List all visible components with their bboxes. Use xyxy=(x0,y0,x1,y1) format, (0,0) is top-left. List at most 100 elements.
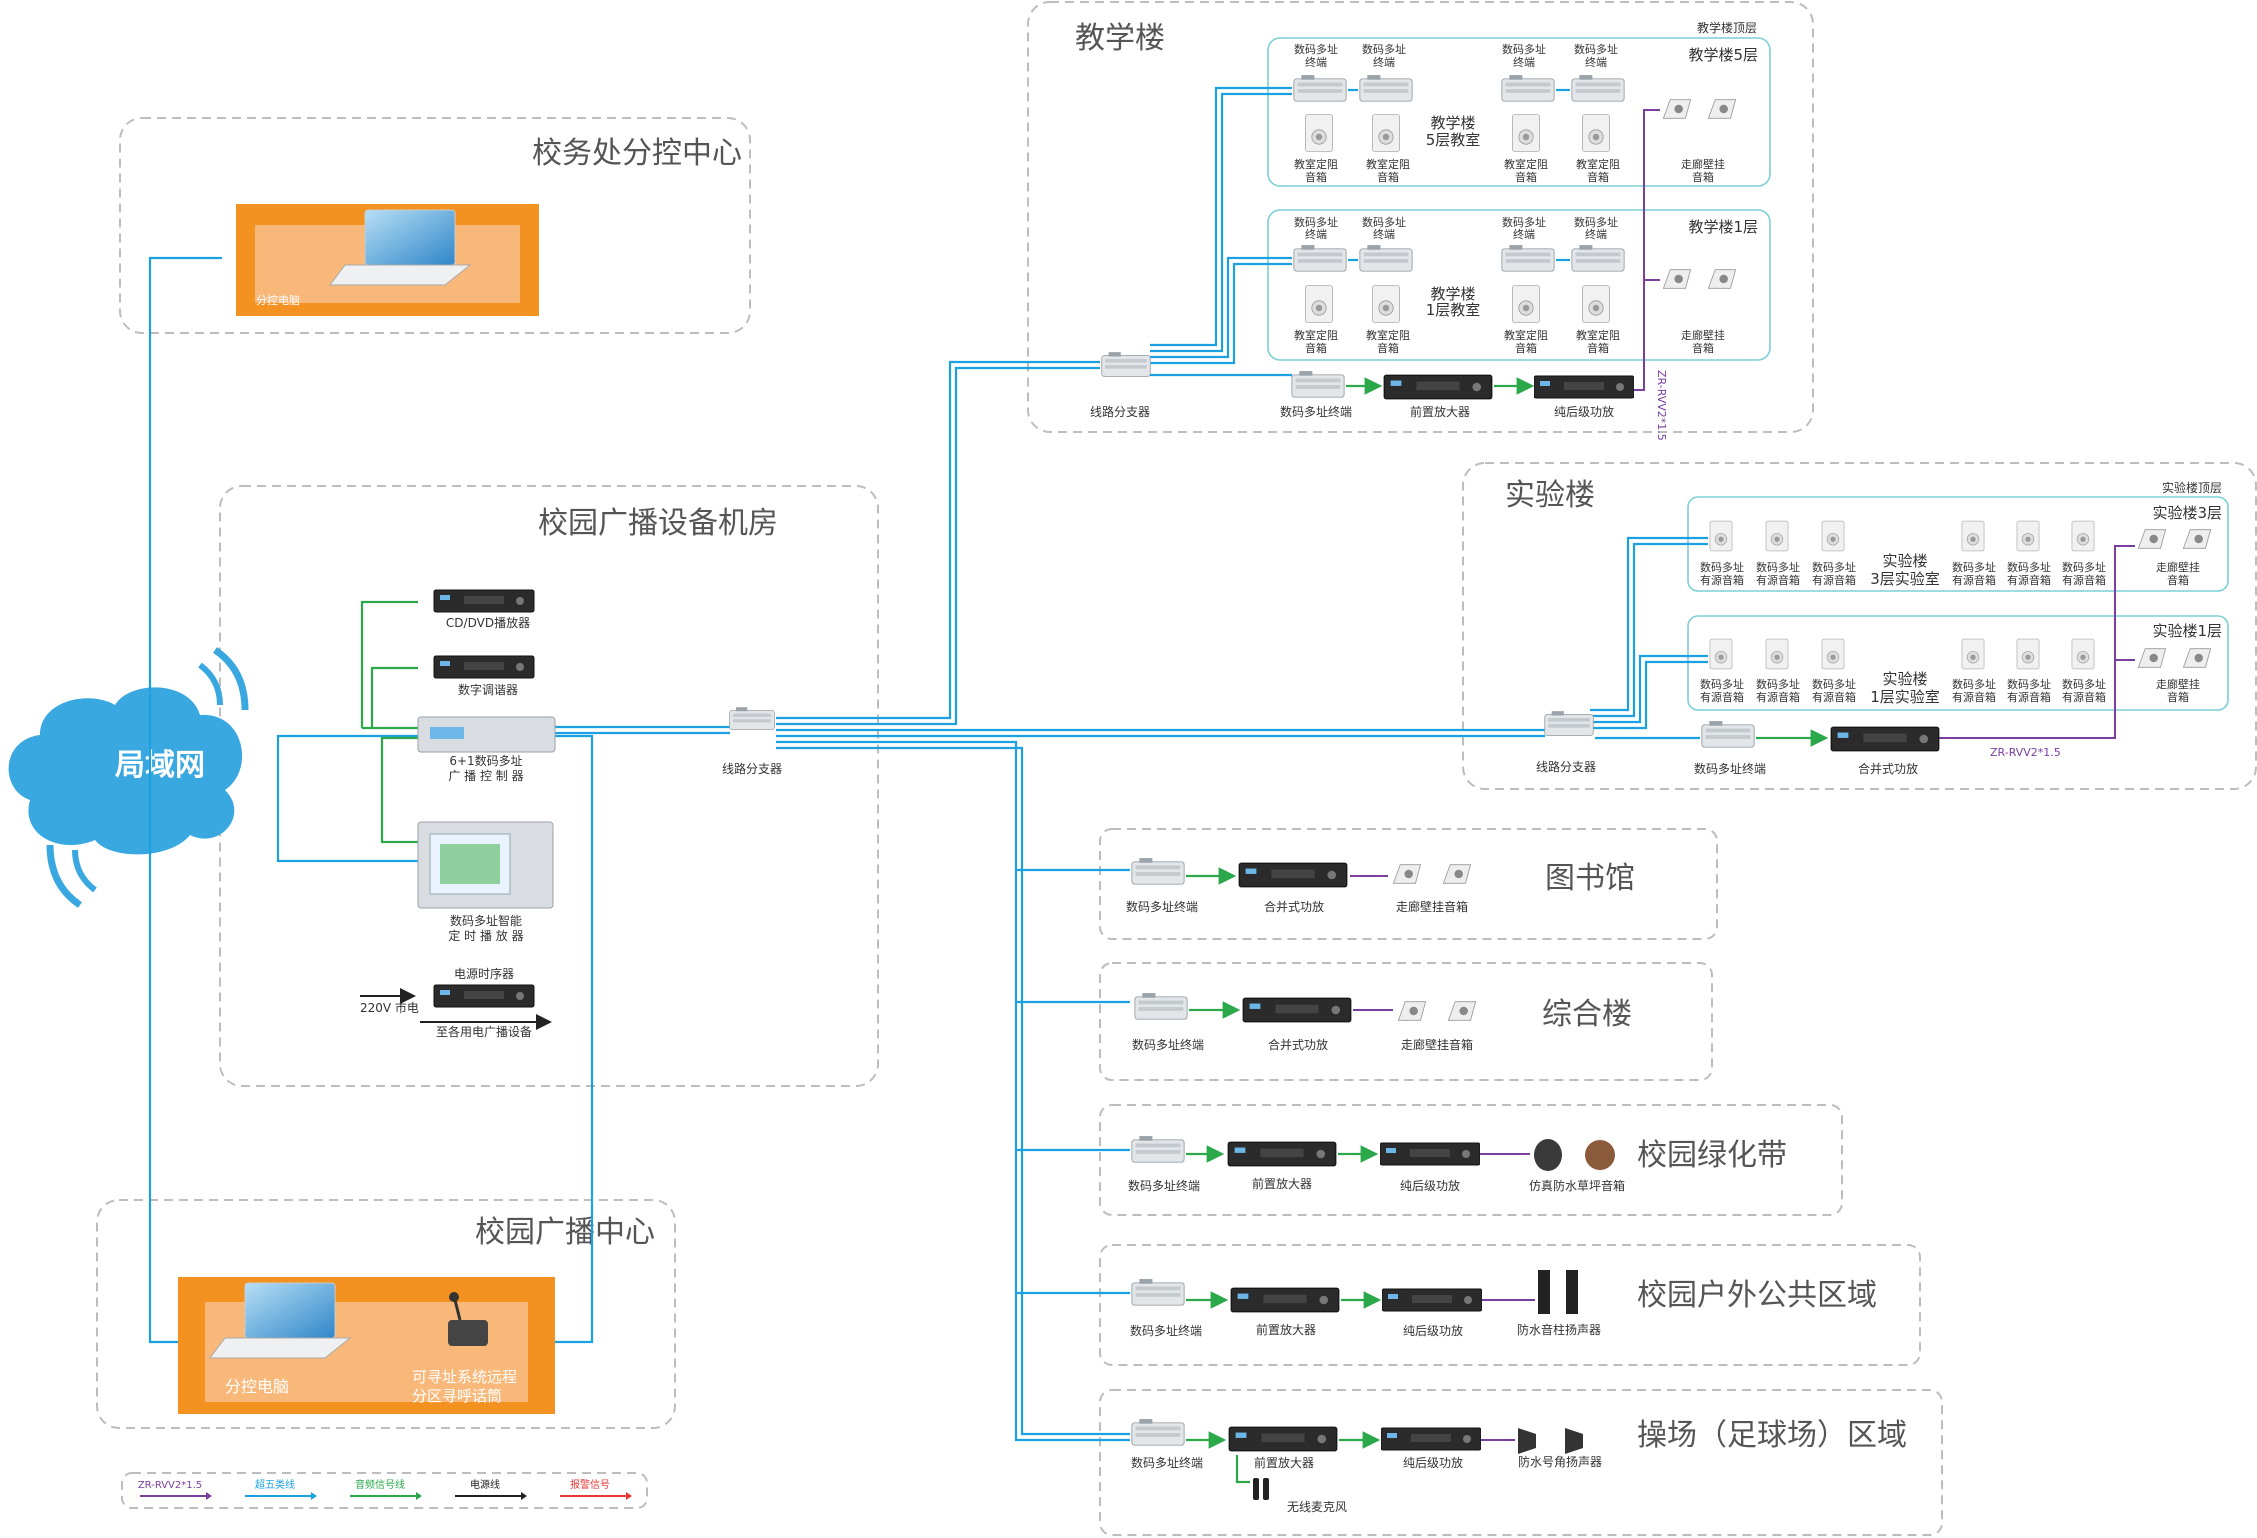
outdoor-preamp-label: 前置放大器 xyxy=(1256,1322,1316,1337)
outdoor-terminal-label: 数码多址终端 xyxy=(1130,1323,1202,1338)
svg-text:有源音箱: 有源音箱 xyxy=(1812,573,1856,587)
wifi-arc-2 xyxy=(198,662,223,706)
teaching-floor5-zone xyxy=(1267,37,1771,187)
main-splitter-label: 线路分支器 xyxy=(722,761,782,776)
svg-text:音箱: 音箱 xyxy=(1515,170,1537,184)
teaching-preamp-label: 前置放大器 xyxy=(1410,404,1470,419)
teaching-feed-f5 xyxy=(1150,86,1292,347)
lab-floor1-label: 实验楼1层 xyxy=(2152,622,2222,640)
teaching-building-box xyxy=(1027,1,1814,433)
green-terminal-device xyxy=(1131,1135,1185,1163)
svg-text:走廊壁挂: 走廊壁挂 xyxy=(1681,328,1725,342)
outdoor-speaker-label: 防水音柱扬声器 xyxy=(1517,1322,1601,1337)
center-laptop-icon xyxy=(209,1282,352,1359)
svg-text:有源音箱: 有源音箱 xyxy=(1756,573,1800,587)
library-amp-device xyxy=(1238,862,1348,888)
library-box xyxy=(1099,828,1718,940)
teaching-floor1-devices xyxy=(1293,244,1737,323)
lan-label: 局域网 xyxy=(115,748,205,783)
teaching-amp-label: 纯后级功放 xyxy=(1554,404,1614,419)
svg-text:终端: 终端 xyxy=(1305,227,1327,241)
svg-text:教室定阻: 教室定阻 xyxy=(1504,157,1548,171)
tuner-label: 数字调谐器 xyxy=(458,682,518,697)
outdoor-preamp-device xyxy=(1230,1287,1340,1313)
svg-text:音箱: 音箱 xyxy=(1305,170,1327,184)
lab-title: 实验楼 xyxy=(1505,478,1595,513)
trunk-outdoor-bus xyxy=(776,740,1130,1442)
lab-splitter-label: 线路分支器 xyxy=(1536,759,1596,774)
field-terminal-device xyxy=(1131,1418,1185,1446)
tuner-audio-link xyxy=(370,666,418,728)
field-preamp-label: 前置放大器 xyxy=(1254,1455,1314,1470)
svg-text:音箱: 音箱 xyxy=(1515,341,1537,355)
teaching-amp-device xyxy=(1534,375,1634,399)
complex-amp-device xyxy=(1242,997,1352,1023)
sequencer-device xyxy=(433,984,535,1008)
outdoor-box xyxy=(1099,1244,1921,1366)
teaching-floor1-zone xyxy=(1267,209,1771,361)
field-terminal-label: 数码多址终端 xyxy=(1131,1455,1203,1470)
svg-text:数码多址: 数码多址 xyxy=(1952,560,1996,574)
field-speaker-label: 防水号角扬声器 xyxy=(1518,1454,1602,1469)
svg-text:1层教室: 1层教室 xyxy=(1426,301,1481,319)
svg-text:3层实验室: 3层实验室 xyxy=(1870,570,1940,588)
teaching-splitter-device xyxy=(1100,351,1152,378)
timer-label-1: 数码多址智能 xyxy=(450,913,522,928)
main-splitter-device xyxy=(728,706,776,731)
wifi-arc-4 xyxy=(72,849,97,893)
lab-amp-device xyxy=(1830,726,1940,752)
laptop-icon xyxy=(329,209,472,286)
svg-text:音箱: 音箱 xyxy=(1692,341,1714,355)
teaching-preamp-device xyxy=(1383,374,1493,400)
teaching-rvv-cable xyxy=(1630,109,1660,391)
controller-label-2: 广 播 控 制 器 xyxy=(448,769,523,783)
wifi-arc-3 xyxy=(46,844,83,908)
green-amp-device xyxy=(1380,1142,1480,1166)
svg-text:实验楼: 实验楼 xyxy=(1882,670,1927,688)
svg-text:数码多址: 数码多址 xyxy=(1502,215,1546,229)
mains-label: 220V 市电 xyxy=(360,1000,419,1015)
complex-box xyxy=(1099,962,1713,1081)
outdoor-amp-device xyxy=(1382,1288,1482,1312)
legend-item-arrow-icon xyxy=(521,1492,527,1500)
controller-device xyxy=(417,716,556,753)
teaching-floor5-devices xyxy=(1293,74,1737,152)
library-terminal-device xyxy=(1131,857,1185,885)
svg-text:有源音箱: 有源音箱 xyxy=(1700,690,1744,704)
legend-box xyxy=(121,1472,648,1509)
teaching-splitter-label: 线路分支器 xyxy=(1090,404,1150,419)
teaching-terminal-device xyxy=(1291,370,1345,398)
svg-text:数码多址: 数码多址 xyxy=(1700,560,1744,574)
green-terminal-label: 数码多址终端 xyxy=(1128,1178,1200,1193)
svg-text:有源音箱: 有源音箱 xyxy=(2007,690,2051,704)
lawn-speaker-icon xyxy=(1534,1139,1615,1171)
svg-text:走廊壁挂: 走廊壁挂 xyxy=(1681,157,1725,171)
field-amp-label: 纯后级功放 xyxy=(1403,1455,1463,1470)
svg-text:音箱: 音箱 xyxy=(1692,170,1714,184)
broadcast-center-title: 校园广播中心 xyxy=(475,1215,655,1250)
equipment-room-title: 校园广播设备机房 xyxy=(538,506,778,541)
svg-text:数码多址: 数码多址 xyxy=(2007,677,2051,691)
svg-text:走廊壁挂: 走廊壁挂 xyxy=(2156,677,2200,691)
legend-item-label: 音频信号线 xyxy=(355,1478,405,1491)
lab-splitter-device xyxy=(1543,710,1595,737)
svg-text:音箱: 音箱 xyxy=(2167,573,2189,587)
center-mic-line1: 可寻址系统远程 xyxy=(412,1368,517,1386)
svg-text:数码多址: 数码多址 xyxy=(1502,42,1546,56)
field-box xyxy=(1099,1389,1943,1536)
lab-top-floor: 实验楼顶层 xyxy=(2162,480,2222,495)
lab-building-box xyxy=(1462,462,2257,790)
svg-text:教室定阻: 教室定阻 xyxy=(1366,157,1410,171)
svg-text:教室定阻: 教室定阻 xyxy=(1504,328,1548,342)
svg-text:有源音箱: 有源音箱 xyxy=(2007,573,2051,587)
svg-text:终端: 终端 xyxy=(1585,227,1607,241)
green-belt-box xyxy=(1099,1104,1843,1216)
legend-item-arrow-icon xyxy=(416,1492,422,1500)
lab-terminal-label: 数码多址终端 xyxy=(1694,761,1766,776)
timer-label-2: 定 时 播 放 器 xyxy=(448,928,523,943)
